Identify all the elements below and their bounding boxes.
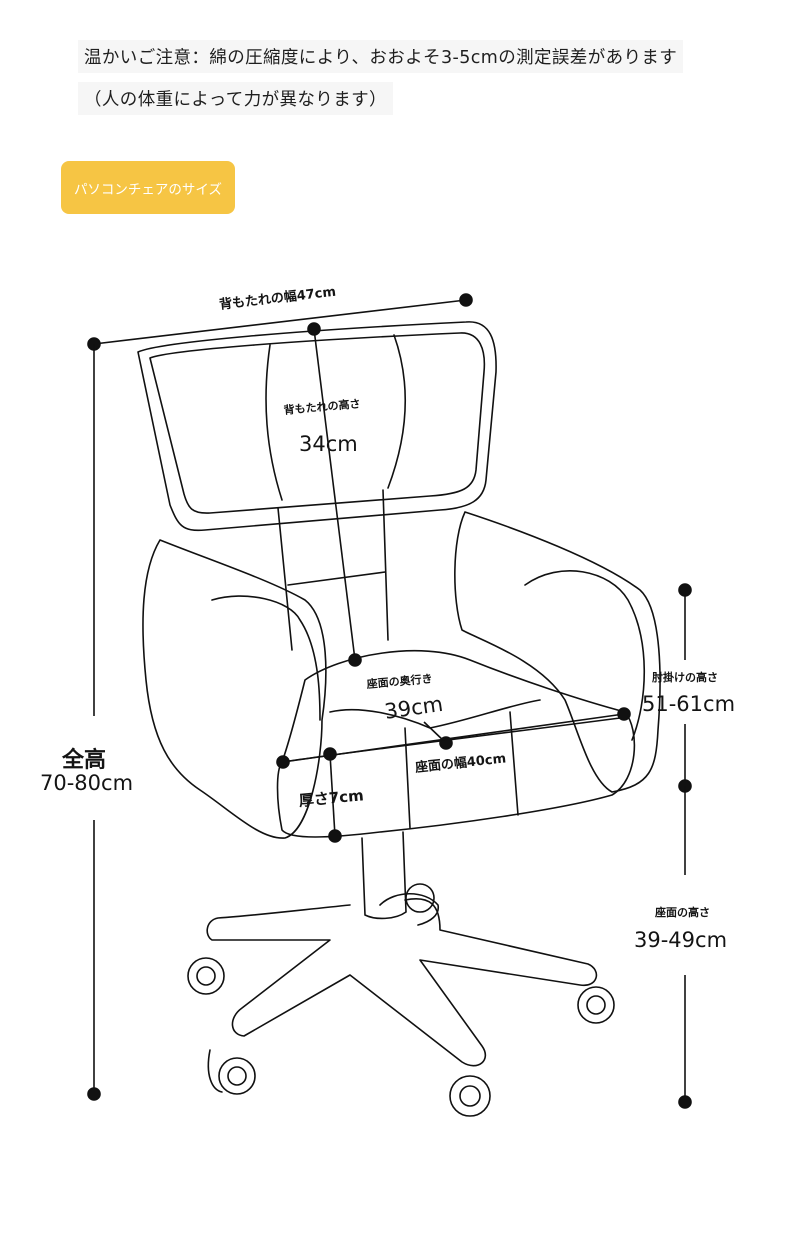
backrest-panel [149,332,486,514]
seat-height-value: 39-49cm [634,928,728,952]
caster-back [405,883,435,913]
backrest-outer [137,321,497,532]
caster-front [449,1075,491,1117]
dimension-lines [87,293,692,1109]
caster-left [187,957,225,995]
total-height-value: 70-80cm [40,771,134,795]
seat-width-line [282,713,625,763]
caster-front-left [218,1057,256,1095]
right-armrest [454,511,661,793]
star-base [206,898,598,1067]
gas-cylinder [361,831,407,920]
back-height-value: 34cm [299,432,358,456]
backrest-seam [265,334,407,501]
right-armrest-inner [524,570,646,741]
seat-cushion [276,650,636,838]
thickness-line [329,753,336,837]
armrest-height-value: 51-61cm [642,692,736,716]
back-height-line [313,328,356,661]
total-height-label: 全高 [62,748,107,773]
seat-height-label: 座面の高さ [655,906,710,919]
back-column [277,489,389,651]
armrest-height-label: 肘掛けの高さ [652,671,718,684]
caster-right [577,986,615,1024]
back-width-line [93,299,467,345]
left-armrest [142,539,327,839]
notice-line-2: （人の体重によって力が異なります） [78,82,393,115]
left-armrest-inner [211,595,321,721]
chair-illustration [137,321,661,1117]
notice-line-1: 温かいご注意：綿の圧縮度により、おおよそ3-5cmの測定誤差があります [78,40,684,73]
section-badge: パソコンチェアのサイズ [61,161,235,214]
base-hub [379,893,440,926]
